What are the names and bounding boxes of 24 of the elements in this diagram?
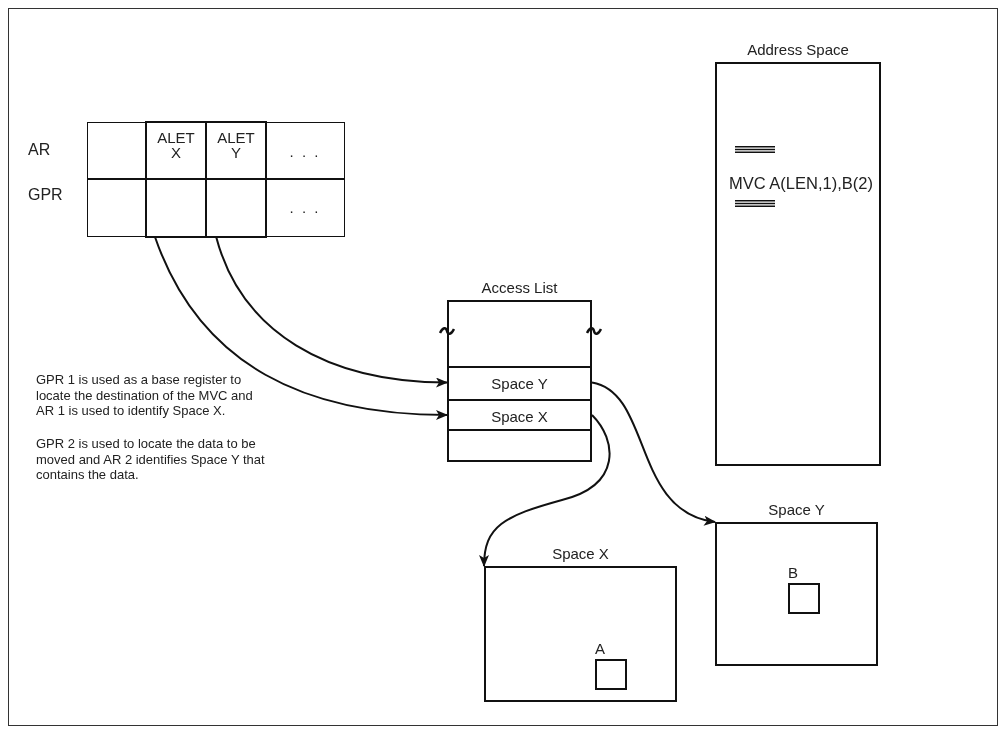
register-label: AR	[28, 141, 52, 159]
box-title: Access List	[480, 278, 559, 298]
arrow	[479, 414, 611, 567]
register-cell: ALET Y	[205, 121, 267, 180]
register-cell: ALET X	[145, 121, 207, 180]
table-cell	[205, 178, 267, 238]
note-text: GPR 2 is used to locate the data to be moved and AR 2 identifies Space Y that contains the data.	[36, 436, 266, 483]
access-list-entry: Space X	[449, 399, 590, 431]
box-title: Space X	[551, 544, 610, 564]
ellipsis-text: . . .	[289, 143, 321, 159]
ellipsis-text: . . .	[289, 200, 321, 215]
box-title: Space Y	[767, 500, 826, 520]
instruction-text: MVC A(LEN,1),B(2)	[729, 174, 873, 193]
note-text: GPR 1 is used as a base register to locate the destination of the MVC and AR 1 is used to identify Space X.	[36, 372, 254, 419]
box-title: Address Space	[746, 40, 850, 60]
arrow	[154, 236, 448, 420]
arrow	[215, 236, 448, 388]
box-title: A	[595, 639, 606, 659]
register-label: GPR	[28, 186, 64, 204]
table-cell	[145, 178, 207, 238]
access-list-entry: Space Y	[449, 366, 590, 399]
register-table	[87, 122, 345, 237]
box-title: B	[788, 563, 799, 583]
arrow	[591, 381, 716, 525]
